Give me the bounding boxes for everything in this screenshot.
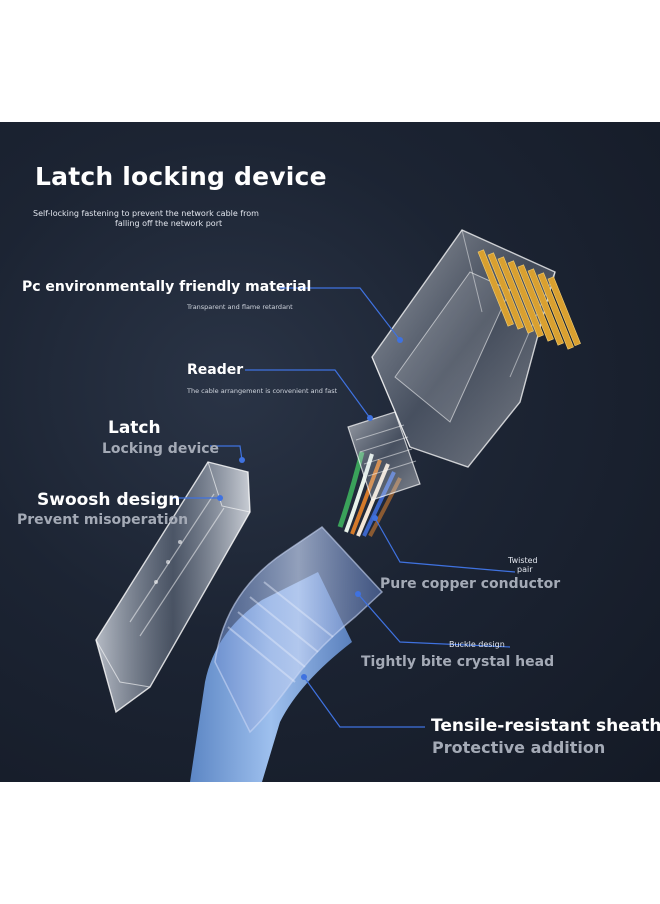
twisted-label-line-1: Twisted: [508, 556, 538, 565]
connector-illustration: [95, 229, 581, 782]
buckle-label: Buckle design: [449, 640, 505, 649]
reader-desc: The cable arrangement is convenient and …: [187, 387, 338, 395]
tensile-desc: Protective addition: [432, 738, 606, 757]
buckle-desc: Tightly bite crystal head: [361, 654, 555, 670]
subtitle-line-1: Self-locking fastening to prevent the ne…: [33, 209, 259, 218]
rj45-crystal-head: [371, 229, 581, 468]
twisted-pair-wires: [337, 451, 402, 537]
latch-label: Latch: [108, 418, 161, 438]
swoosh-label: Swoosh design: [37, 490, 181, 510]
tensile-sheath-boot: [214, 526, 384, 734]
twisted-label-line-2: pair: [517, 565, 533, 574]
page-title: Latch locking device: [35, 162, 327, 191]
latch-clip: [95, 461, 251, 714]
pc-material-desc: Transparent and flame retardant: [187, 303, 293, 311]
twisted-desc: Pure copper conductor: [380, 576, 561, 592]
reader-load-bar: [347, 411, 421, 501]
reader-label: Reader: [187, 362, 244, 378]
swoosh-desc: Prevent misoperation: [17, 512, 189, 528]
latch-desc: Locking device: [102, 441, 220, 457]
subtitle-line-2: falling off the network port: [115, 219, 223, 228]
pc-material-label: Pc environmentally friendly material: [22, 279, 312, 295]
tensile-label: Tensile-resistant sheath: [431, 716, 660, 736]
product-panel: Latch locking device Self-locking fasten…: [0, 122, 660, 782]
leader-lines: [170, 287, 516, 728]
